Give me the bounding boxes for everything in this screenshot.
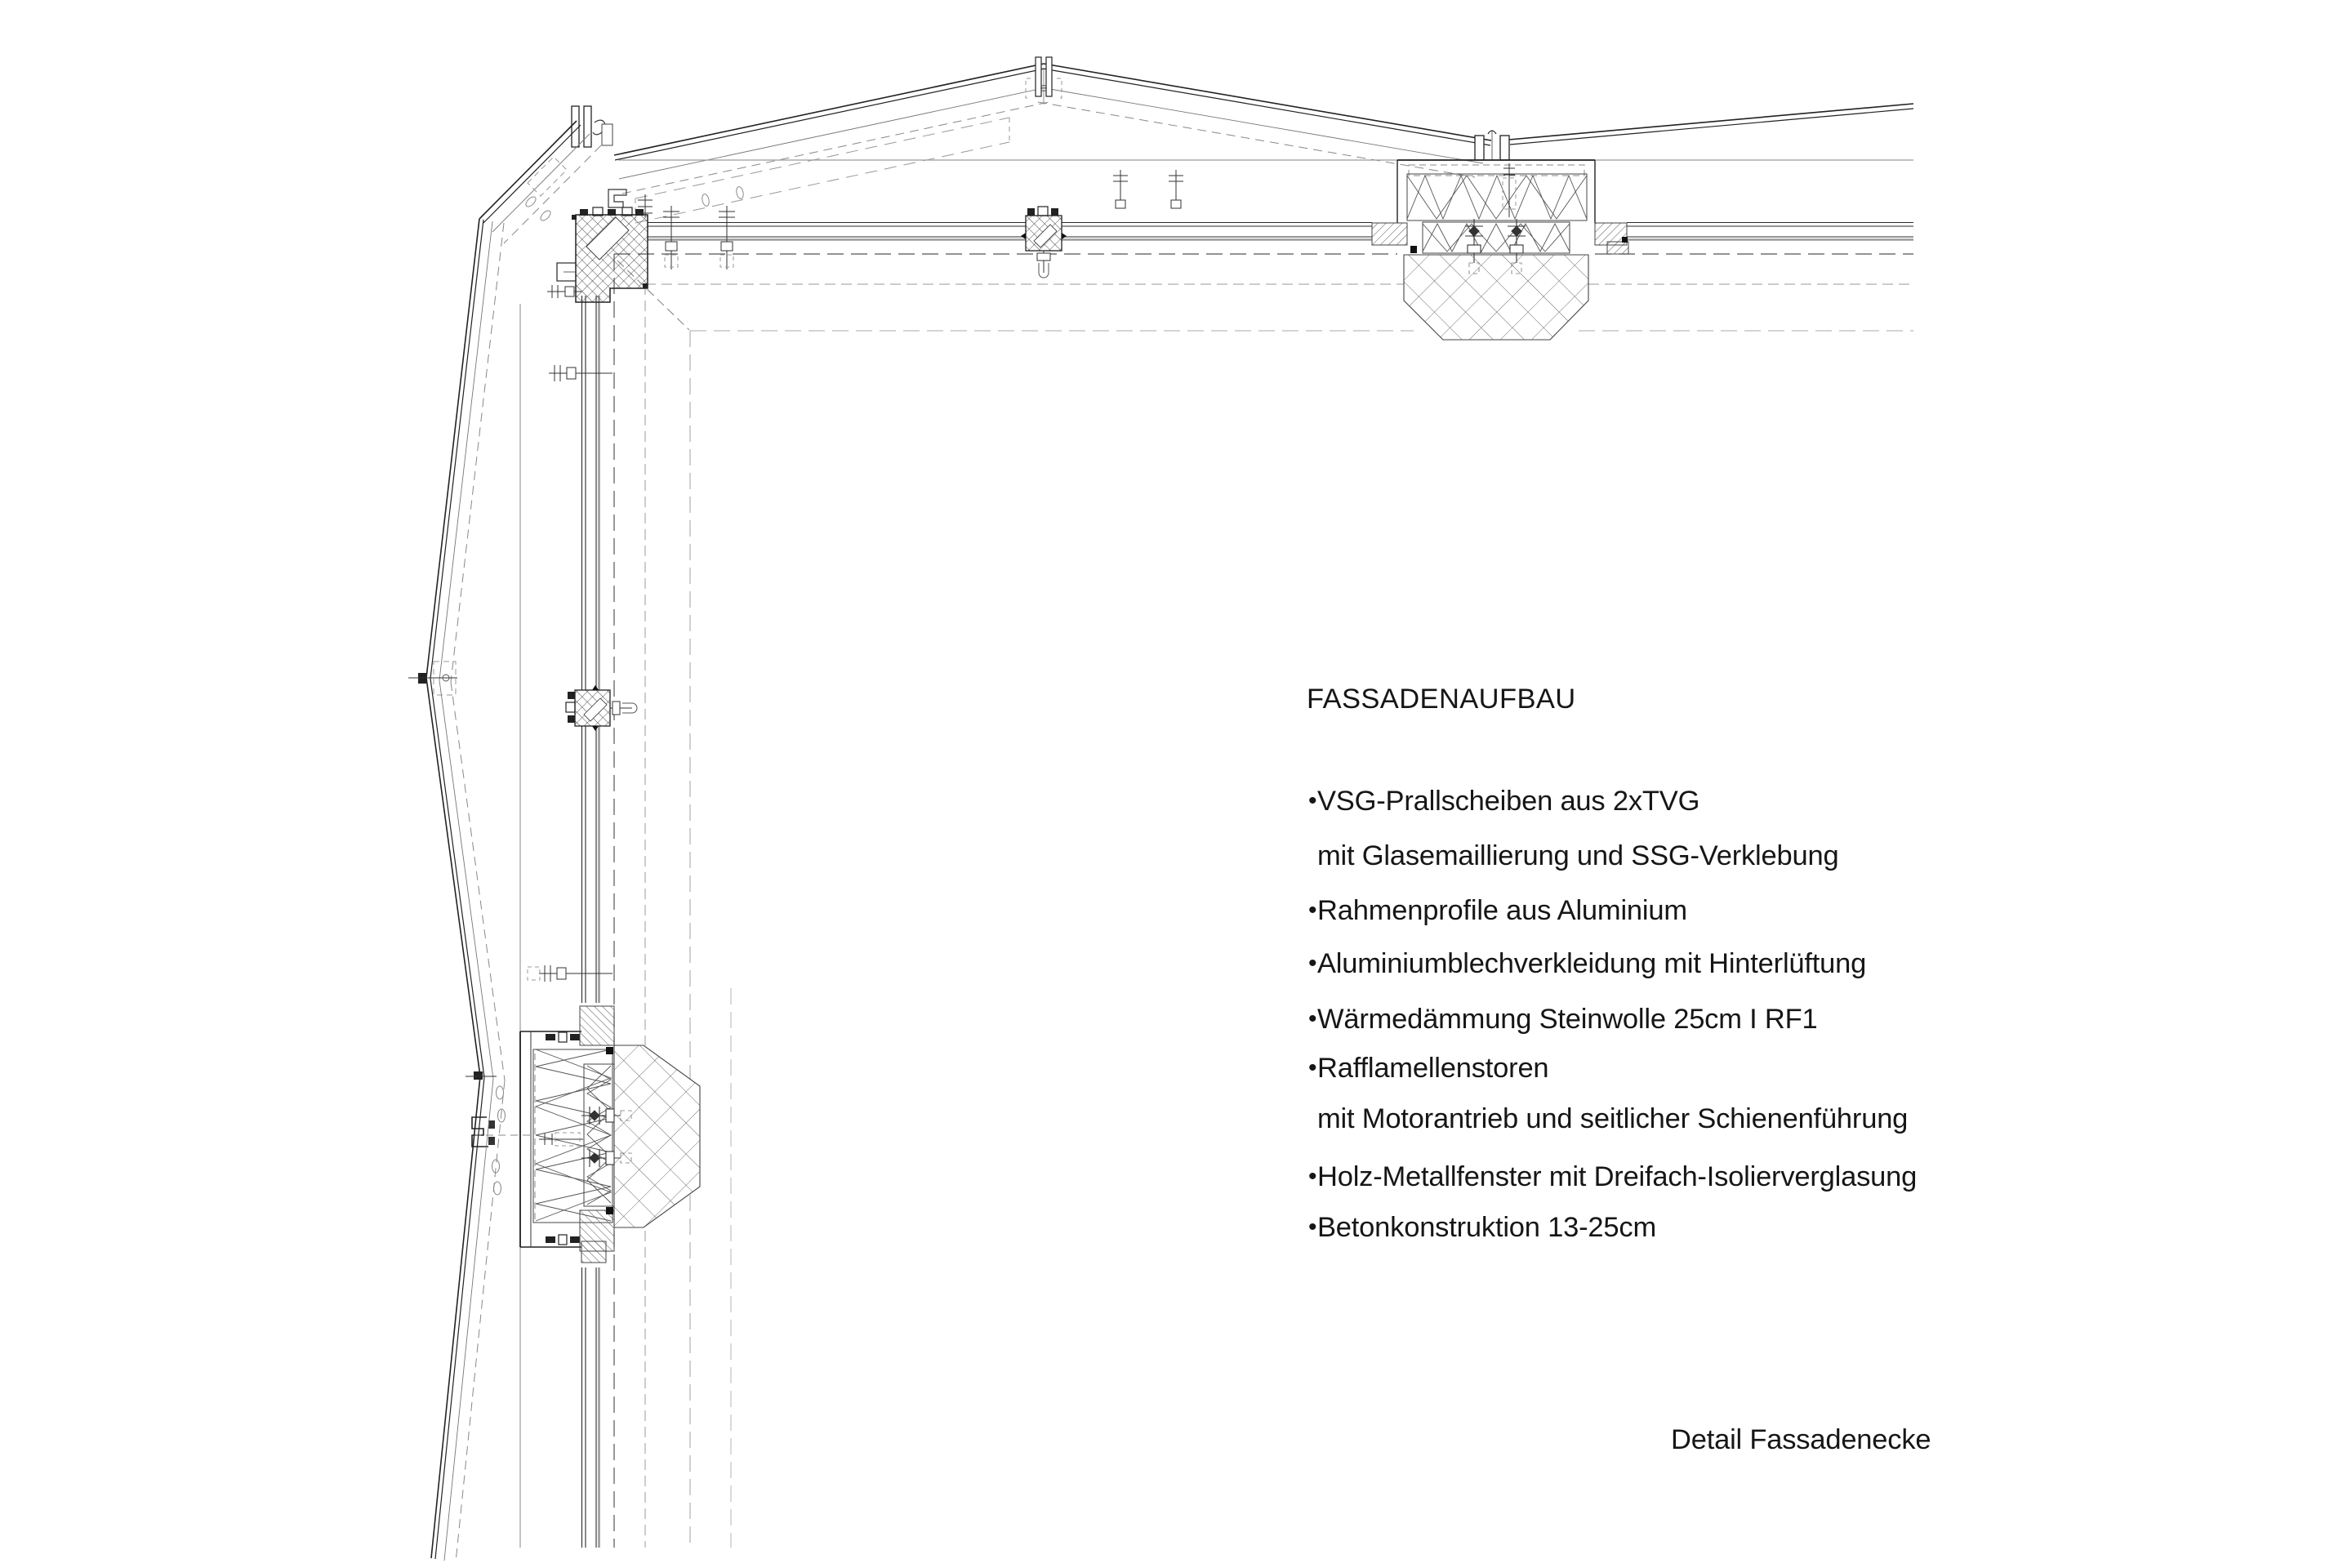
window-detail-top	[1371, 159, 1629, 341]
legend-item: • Rahmenprofile aus Aluminium	[1308, 895, 1687, 926]
bullet-dot: •	[1308, 897, 1317, 924]
bullet-dot: •	[1308, 787, 1317, 814]
legend-item: • Aluminiumblechverkleidung mit Hinterlü…	[1308, 948, 1867, 979]
hanger-bolt	[1169, 170, 1183, 209]
roof-valley-clips	[1474, 130, 1510, 161]
intermediate-mullion-v	[565, 685, 638, 731]
legend-item: • Holz-Metallfenster mit Dreifach-Isolie…	[1308, 1161, 1918, 1192]
glass-clamp	[663, 206, 679, 270]
bullet-dot: •	[1308, 1054, 1317, 1081]
legend-item: • mit Motorantrieb und seitlicher Schien…	[1317, 1103, 1909, 1134]
roof-outer-skin	[571, 56, 1914, 224]
legend-title: FASSADENAUFBAU	[1307, 684, 1576, 715]
glass-clamp	[719, 206, 735, 270]
bullet-dot: •	[1308, 1163, 1317, 1190]
hanger-bolt	[1113, 170, 1128, 209]
skin-bracket	[471, 1116, 531, 1147]
left-outer-skin	[408, 120, 602, 1563]
legend-item: • VSG-Prallscheiben aus 2xTVG	[1308, 786, 1700, 817]
horizontal-window-band	[614, 159, 1913, 332]
legend-item: • mit Glasemaillierung und SSG-Verklebun…	[1317, 840, 1839, 871]
bullet-dot: •	[1308, 1214, 1317, 1241]
glass-clamp	[527, 965, 612, 982]
corner-skin-clip	[571, 105, 613, 148]
bullet-dot: •	[1308, 950, 1317, 977]
skin-joint-clip	[408, 661, 457, 696]
legend-item: • Betonkonstruktion 13-25cm	[1308, 1212, 1656, 1243]
vertical-window-band	[527, 254, 732, 1548]
bullet-dot: •	[1308, 1005, 1317, 1032]
window-detail-left	[519, 1005, 701, 1263]
legend-item: • Wärmedämmung Steinwolle 25cm I RF1	[1308, 1004, 1818, 1035]
glass-clamp	[549, 365, 612, 381]
roof-peak-clip	[1025, 56, 1062, 105]
roof-hidden-plate	[635, 117, 1010, 224]
corner-mullion	[547, 189, 653, 303]
legend-item: • Rafflamellenstoren	[1308, 1053, 1549, 1084]
intermediate-mullion-h	[1021, 206, 1067, 278]
drawing-caption: Detail Fassadenecke	[1671, 1424, 1931, 1455]
